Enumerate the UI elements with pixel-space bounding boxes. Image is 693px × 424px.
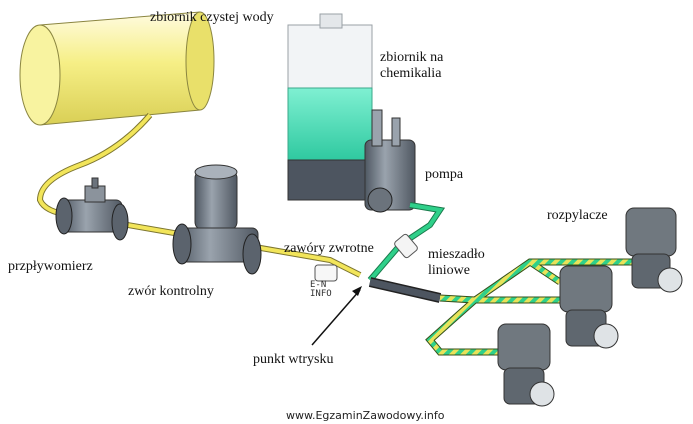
label-clean-water-tank: zbiornik czystej wody	[150, 10, 274, 25]
label-control-valve: zwór kontrolny	[128, 284, 214, 299]
water-pipe	[36, 113, 362, 278]
chemical-pipe	[367, 202, 446, 282]
label-flowmeter: przpływomierz	[8, 259, 93, 274]
clean-water-tank	[19, 11, 215, 126]
label-injection-point: punkt wtrysku	[253, 352, 334, 367]
mixed-pipe	[425, 258, 650, 356]
label-chemical-tank: zbiornik na chemikalia	[380, 50, 444, 81]
injection-point-arrow	[311, 286, 362, 346]
sprayer	[497, 323, 555, 407]
pump	[364, 109, 416, 213]
chemical-tank	[287, 13, 373, 201]
sprayer	[625, 207, 683, 293]
label-sprayers: rozpylacze	[547, 208, 608, 223]
stamp-mark: E-N INFO	[310, 280, 332, 299]
sprayer	[559, 265, 619, 349]
label-inline-mixer: mieszadło liniowe	[428, 247, 485, 278]
control-valve	[172, 164, 262, 275]
inline-mixer	[368, 277, 442, 303]
label-pump: pompa	[425, 167, 464, 182]
label-check-valves: zawóry zwrotne	[284, 241, 374, 256]
flowmeter	[55, 177, 129, 241]
check-valve	[314, 264, 338, 282]
watermark: www.EgzaminZawodowy.info	[286, 409, 445, 422]
